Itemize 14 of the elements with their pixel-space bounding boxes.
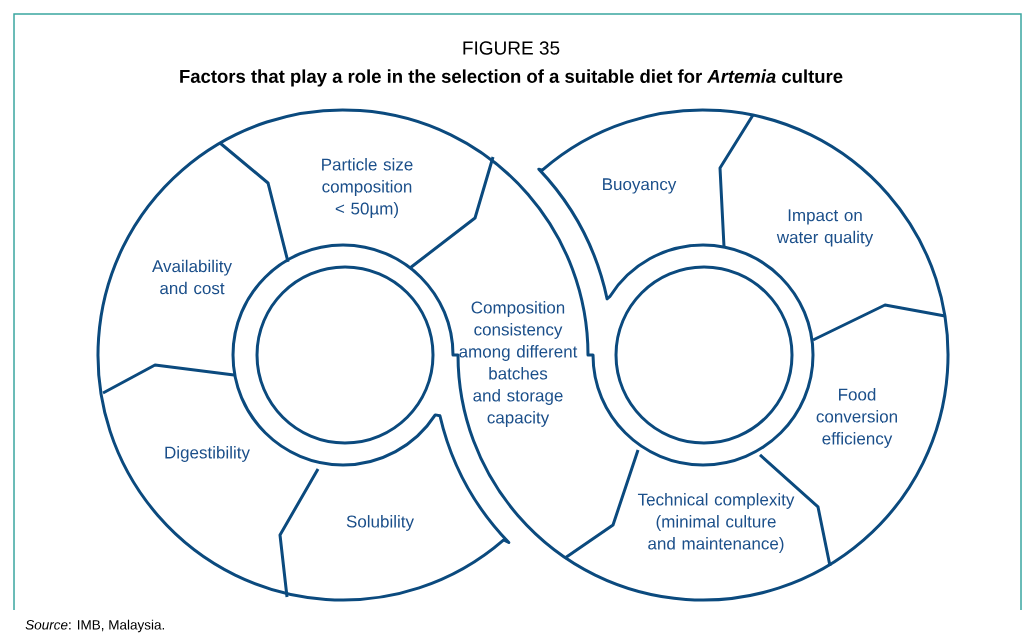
segment-label: Availability and cost <box>152 259 232 295</box>
segment-label: Particle size composition < 50µm) <box>322 158 413 218</box>
circle <box>614 265 794 445</box>
segment-label: Impact on water quality <box>776 209 874 247</box>
segment-label: Food conversion efficiency <box>816 388 897 448</box>
segment-label: Solubility <box>346 515 414 531</box>
title: Factors that play a role in the selection of a suitable diet for Artemia culture <box>180 69 843 87</box>
caption: Source: IMB, Malaysia. <box>25 619 164 633</box>
segment-label: Composition consistency among different batches and storage capacity <box>459 301 578 427</box>
segment-label: Buoyancy <box>603 178 677 194</box>
figure-number: FIGURE 35 <box>463 41 560 55</box>
segment-label: Digestibility <box>165 446 250 462</box>
segment-label: Technical complexity (minimal culture and maintenance) <box>637 493 795 553</box>
circle <box>255 265 435 445</box>
